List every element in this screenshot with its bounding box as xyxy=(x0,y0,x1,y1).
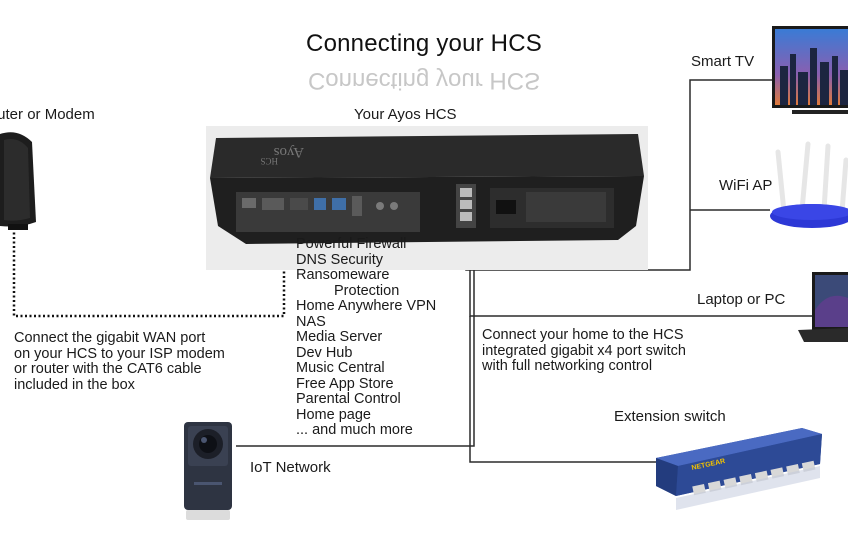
smart-tv-image xyxy=(772,26,848,114)
modem-description: Connect the gigabit WAN port on your HCS… xyxy=(14,330,225,393)
modem-device xyxy=(0,126,40,230)
feature-item: Media Server xyxy=(296,329,383,345)
laptop-label: Laptop or PC xyxy=(697,291,786,308)
modem-image xyxy=(0,132,36,230)
feature-item: Home Anywhere VPN xyxy=(296,298,437,314)
smart-tv-label: Smart TV xyxy=(691,53,755,70)
hcs-features-list: Powerful Firewall DNS Security Ransomewa… xyxy=(296,236,437,439)
extension-switch-image: NETGEAR xyxy=(656,428,822,510)
wifi-ap-label: WiFi AP xyxy=(719,177,773,194)
hcs-brand-text: Ayos xyxy=(274,144,304,160)
switch-description: Connect your home to the HCS integrated … xyxy=(482,327,686,375)
hcs-image: Ayos HCS xyxy=(210,134,644,244)
modem-description-line: Connect the gigabit WAN port xyxy=(14,330,206,346)
smart-tv-device xyxy=(772,26,848,118)
modem-description-line: or router with the CAT6 cable xyxy=(14,361,202,377)
extension-switch-label: Extension switch xyxy=(614,408,726,425)
feature-item: Powerful Firewall xyxy=(296,236,407,252)
feature-item: Home page xyxy=(296,406,371,423)
modem-description-line: included in the box xyxy=(14,376,135,393)
hcs-device: Ayos HCS xyxy=(206,126,648,270)
feature-item: ... and much more xyxy=(296,422,413,438)
feature-item: Music Central xyxy=(296,360,385,376)
feature-item: DNS Security xyxy=(296,251,384,268)
hcs-label: Your Ayos HCS xyxy=(354,106,457,123)
feature-item: NAS xyxy=(296,313,326,330)
feature-item: Free App Store xyxy=(296,375,394,392)
wifi-ap-image xyxy=(770,141,848,228)
extension-switch-device: NETGEAR xyxy=(652,424,824,520)
modem-label: Router or Modem xyxy=(0,106,95,123)
laptop-image xyxy=(798,272,848,342)
feature-item: Parental Control xyxy=(296,391,401,407)
laptop-device xyxy=(798,270,848,344)
feature-item: Protection xyxy=(334,282,400,299)
hcs-brand-sub-text: HCS xyxy=(260,156,278,166)
switch-description-line: integrated gigabit x4 port switch xyxy=(482,342,686,359)
feature-item: Ransomeware xyxy=(296,267,390,283)
iot-cable xyxy=(236,222,475,447)
iot-network-label: IoT Network xyxy=(250,459,331,476)
modem-description-line: on your HCS to your ISP modem xyxy=(14,345,225,362)
iot-camera-device xyxy=(180,420,236,522)
switch-cable xyxy=(469,316,656,463)
switch-description-line: Connect your home to the HCS xyxy=(482,327,684,343)
feature-item: Dev Hub xyxy=(296,344,353,361)
switch-description-line: with full networking control xyxy=(482,358,653,374)
diagram-title: Connecting your HCS xyxy=(306,30,542,57)
iot-camera-image xyxy=(184,422,232,520)
wifi-ap-device xyxy=(766,140,848,230)
